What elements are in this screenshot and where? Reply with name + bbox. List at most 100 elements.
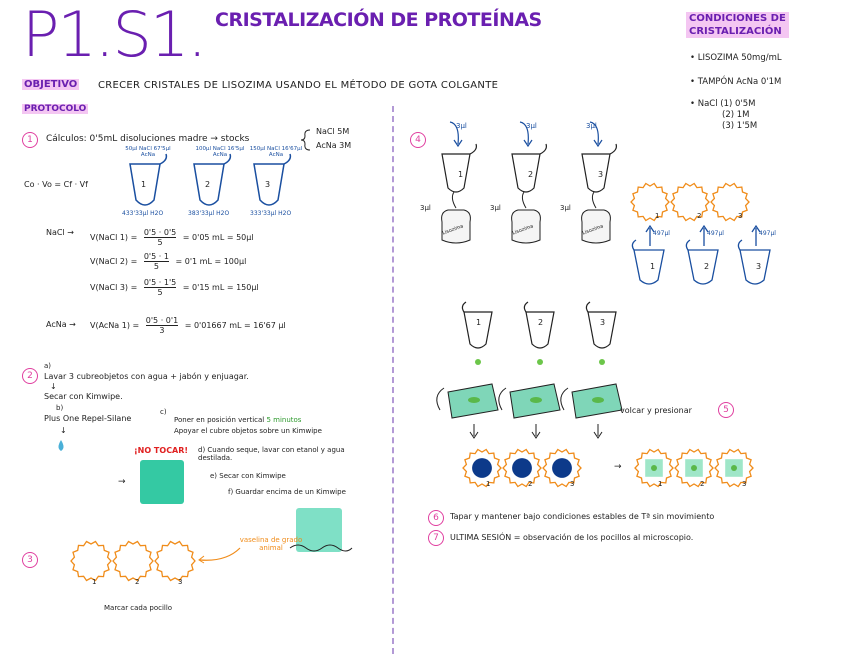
step2-line3: Plus One Repel-Silane: [44, 414, 132, 423]
well-volume: 497µl: [759, 230, 776, 237]
tube-number: 3: [756, 262, 762, 271]
calc-row: V(AcNa 1) = 0'5 · 0'1 3 = 0'01667 mL = 1…: [90, 316, 286, 335]
step-number: 5: [718, 402, 734, 418]
crystal-drop: [512, 458, 532, 478]
protocol-label: PROTOCOLO: [22, 104, 89, 114]
condition-item: (2) 1M: [722, 110, 750, 120]
well: [70, 540, 112, 582]
calc-row: V(NaCl 1) = 0'5 · 0'5 5 = 0'05 mL = 50µl: [90, 228, 254, 247]
tube-label-bottom: 333'33µl H2O: [250, 210, 292, 217]
sub-c: c): [160, 408, 167, 416]
stock-nacl: NaCl 5M: [316, 127, 350, 136]
tube-number: 3: [265, 180, 271, 189]
tube-label-top: 150µl NaCl 16'67µl AcNa: [249, 146, 303, 158]
well-plate-icon: [462, 448, 582, 488]
step5-text: volcar y presionar: [620, 406, 692, 415]
step2-line4: Poner en posición vertical 5 minutos: [174, 416, 302, 424]
step-number: 3: [22, 552, 38, 568]
step1-text: Cálculos: 0'5mL disoluciones madre → sto…: [46, 134, 250, 144]
well-plate-icon: [630, 182, 750, 222]
tube-number: 1: [141, 180, 147, 189]
well: [112, 540, 154, 582]
well-volume: 497µl: [707, 230, 724, 237]
note-e: e) Secar con Kimwipe: [210, 472, 286, 480]
coverslip-dry: [296, 508, 342, 552]
conditions-heading: CONDICIONES DE CRISTALIZACIÓN: [686, 12, 789, 38]
tube-label-bottom: 433'33µl H2O: [122, 210, 164, 217]
drop-volume: 3µl: [456, 122, 467, 130]
page-title: P1.S1.: [22, 0, 207, 71]
objective-label: OBJETIVO: [22, 79, 80, 90]
drop: [731, 465, 737, 471]
brace-icon: [300, 129, 311, 151]
well-number: 3: [178, 578, 183, 586]
well: [670, 182, 710, 222]
tube-number: 2: [205, 180, 211, 189]
tube-number: 3: [598, 170, 604, 179]
tube-number: 2: [538, 318, 544, 327]
condition-item: • TAMPÓN AcNa 0'1M: [690, 77, 782, 87]
well-number: 1: [658, 480, 663, 488]
tube-number: 1: [458, 170, 464, 179]
step6-text: Tapar y mantener bajo condiciones establ…: [450, 512, 715, 521]
well-number: 3: [570, 480, 575, 488]
tube-number: 1: [650, 262, 656, 271]
well-number: 2: [135, 578, 140, 586]
well-number: 2: [528, 480, 533, 488]
wells-caption: Marcar cada pocillo: [104, 604, 173, 612]
tube-number: 2: [528, 170, 534, 179]
drop-volume: 3µl: [490, 204, 501, 212]
crystal-drop: [472, 458, 492, 478]
tube-number: 3: [600, 318, 606, 327]
coverslip: [140, 460, 184, 504]
dilution-equation: Co · Vo = Cf · Vf: [24, 180, 88, 189]
step-number: 2: [22, 368, 38, 384]
well-volume: 497µl: [653, 230, 670, 237]
step7-text: ULTIMA SESIÓN = observación de los pocil…: [450, 533, 694, 542]
note-d: d) Cuando seque, lavar con etanol y agua…: [198, 446, 345, 462]
kimwipe-icon: [289, 544, 353, 552]
well-number: 2: [697, 212, 702, 220]
note-f: f) Guardar encima de un Kimwipe: [228, 488, 346, 496]
drop: [691, 465, 697, 471]
step-number: 7: [428, 530, 444, 546]
step2-line2: Secar con Kimwipe.: [44, 392, 123, 401]
well-number: 1: [92, 578, 97, 586]
calc-row: V(NaCl 3) = 0'5 · 1'5 5 = 0'15 mL = 150µ…: [90, 278, 259, 297]
drop-volume: 3µl: [560, 204, 571, 212]
vaseline-label: vaselina de grado animal: [239, 536, 303, 552]
step-number: 6: [428, 510, 444, 526]
condition-item: • LISOZIMA 50mg/mL: [690, 53, 782, 63]
tube-label-top: 50µl NaCl 67'5µl AcNa: [125, 146, 171, 158]
drop-icon: [58, 440, 64, 451]
warning-label: ¡NO TOCAR!: [134, 446, 189, 455]
stock-acna: AcNa 3M: [316, 141, 352, 150]
step4-tubes-icon: [441, 121, 617, 244]
drop-volume: 3µl: [420, 204, 431, 212]
drop-volume: 3µl: [526, 122, 537, 130]
step2-line4b: Apoyar el cubre objetos sobre un Kimwipe: [174, 427, 322, 435]
well: [630, 182, 670, 222]
well-number: 3: [738, 212, 743, 220]
condition-item: • NaCl (1) 0'5M: [690, 99, 756, 109]
condition-item: (3) 1'5M: [722, 121, 758, 131]
well-plate-icon: [634, 448, 754, 488]
well-number: 1: [486, 480, 491, 488]
objective-text: CRECER CRISTALES DE LISOZIMA USANDO EL M…: [98, 80, 499, 91]
crystal-drop: [552, 458, 572, 478]
well-plate-icon: [70, 540, 196, 582]
tube-label-bottom: 383'33µl H2O: [188, 210, 230, 217]
step2-line1: Lavar 3 cubreobjetos con agua + jabón y …: [44, 372, 249, 381]
well-tubes-icon: [631, 224, 771, 285]
well: [154, 540, 196, 582]
sub-a: a): [44, 362, 52, 370]
calc-prefix-nacl: NaCl →: [46, 228, 74, 237]
tube-number: 1: [476, 318, 482, 327]
tube-label-top: 100µl NaCl 16'5µl AcNa: [195, 146, 245, 158]
drop: [651, 465, 657, 471]
calc-prefix-acna: AcNa →: [46, 320, 76, 329]
coverslip-drops-icon: [436, 301, 623, 439]
step-number: 1: [22, 132, 38, 148]
arrow-icon: [198, 547, 241, 564]
tube-number: 2: [704, 262, 710, 271]
